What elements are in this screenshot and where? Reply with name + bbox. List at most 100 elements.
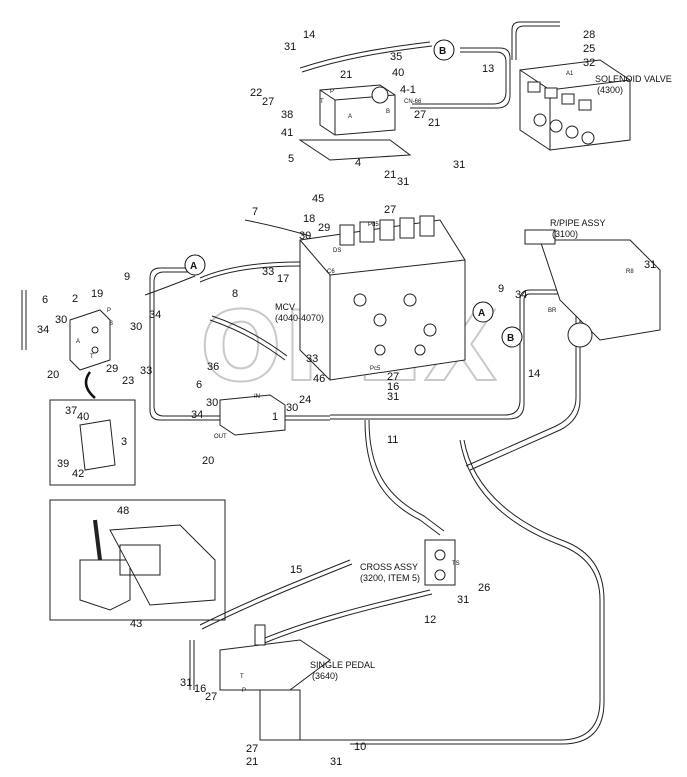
- port-out: OUT: [214, 434, 227, 440]
- part-40-inset: 40: [77, 411, 89, 423]
- part-15: 15: [290, 564, 302, 576]
- port-ts: TS: [452, 561, 460, 567]
- part-36: 36: [207, 361, 219, 373]
- hose-lines: [21, 21, 605, 745]
- part-21-c: 21: [384, 169, 396, 181]
- part-34-left: 34: [37, 324, 49, 336]
- rpipe-assy-label: R/PIPE ASSY: [550, 218, 606, 228]
- cn66-label: CN-66: [404, 99, 422, 105]
- part-16-b: 16: [194, 683, 206, 695]
- part-39: 39: [57, 458, 69, 470]
- curved-arrow-icon: [84, 371, 96, 399]
- part-17: 17: [277, 273, 289, 285]
- part-34-mid: 34: [149, 309, 161, 321]
- part-21-top: 21: [340, 69, 352, 81]
- port-a1: A1: [566, 71, 574, 77]
- port-b-block: B: [386, 109, 390, 115]
- cab-inset: [49, 499, 226, 621]
- port-c6: C6: [327, 269, 335, 275]
- part-6-left: 6: [42, 294, 48, 306]
- port-br: BR: [548, 308, 557, 314]
- rpipe-assy: [524, 229, 661, 348]
- part-48: 48: [117, 505, 129, 517]
- part-41: 41: [281, 127, 293, 139]
- mcv-block: [299, 215, 466, 381]
- part-16-a: 16: [387, 381, 399, 393]
- part-6-mid: 6: [196, 379, 202, 391]
- part-3: 3: [121, 436, 127, 448]
- valve-block-4: [298, 84, 412, 161]
- part-34-low: 34: [191, 409, 203, 421]
- part-27-b: 27: [414, 109, 426, 121]
- part-19: 19: [91, 288, 103, 300]
- port-a-block: A: [348, 114, 352, 120]
- part-14-right: 14: [528, 368, 540, 380]
- part-27-e: 27: [205, 691, 217, 703]
- callout-markers: B A A B: [184, 39, 523, 348]
- port-r8: R8: [626, 269, 634, 275]
- part-31-g: 31: [457, 594, 469, 606]
- single-pedal: [219, 624, 331, 741]
- callout-a-right: A: [478, 308, 485, 319]
- part-13: 13: [482, 63, 494, 75]
- part-31-c: 31: [453, 159, 465, 171]
- port-pc5: Pc5: [370, 366, 381, 372]
- part-27-top: 27: [262, 96, 274, 108]
- callout-a-left: A: [190, 261, 197, 272]
- part-45: 45: [312, 193, 324, 205]
- part-5: 5: [288, 153, 294, 165]
- part-46: 46: [313, 373, 325, 385]
- part-32: 32: [583, 57, 595, 69]
- part-21-b: 21: [428, 117, 440, 129]
- part-34-right: 34: [515, 289, 527, 301]
- port-a-bracket: A: [76, 339, 80, 345]
- part-30-d: 30: [286, 402, 298, 414]
- part-2: 2: [72, 293, 78, 305]
- part-22: 22: [250, 87, 262, 99]
- single-pedal-ref: (3640): [312, 671, 338, 681]
- part-14-top: 14: [303, 29, 315, 41]
- part-9-right: 9: [498, 283, 504, 295]
- part-31-h: 31: [180, 677, 192, 689]
- part-8: 8: [232, 288, 238, 300]
- mcv-ref: (4040-4070): [275, 313, 324, 323]
- port-ds: DS: [333, 248, 341, 254]
- part-1: 1: [272, 411, 278, 423]
- cross-assy-ref: (3200, ITEM 5): [360, 573, 420, 583]
- part-4-1: 4-1: [400, 84, 416, 96]
- part-26: 26: [478, 582, 490, 594]
- part-11: 11: [387, 434, 398, 446]
- port-p: P: [330, 89, 334, 95]
- part-27-d: 27: [387, 371, 399, 383]
- part-42: 42: [72, 468, 84, 480]
- part-numbers: 14 31 35 40 21 22 27 4-1 38 41 27 21 5 4…: [37, 29, 656, 768]
- part-21-d: 21: [246, 756, 258, 768]
- part-30-a: 30: [299, 230, 311, 242]
- part-4: 4: [355, 157, 361, 169]
- part-25: 25: [583, 43, 595, 55]
- cross-assy: [424, 539, 456, 586]
- part-31-top: 31: [284, 41, 296, 53]
- part-33-b: 33: [140, 365, 152, 377]
- port-pd5: Pd5: [368, 222, 379, 228]
- rpipe-assy-ref: (3100): [552, 229, 578, 239]
- part-43: 43: [130, 618, 142, 630]
- assembly-labels: SOLENOID VALVE (4300) R/PIPE ASSY (3100)…: [275, 74, 672, 681]
- part-10: 10: [354, 741, 366, 753]
- part-28: 28: [583, 29, 595, 41]
- part-12: 12: [424, 614, 436, 626]
- port-t: T: [320, 99, 324, 105]
- solenoid-valve: [519, 59, 631, 151]
- part-33-a: 33: [262, 266, 274, 278]
- part-35: 35: [390, 51, 402, 63]
- part-31-i: 31: [330, 756, 342, 768]
- part-30-b: 30: [55, 314, 67, 326]
- part-9-left: 9: [124, 271, 130, 283]
- part-38: 38: [281, 109, 293, 121]
- part-20-mid: 20: [202, 455, 214, 467]
- mcv-label: MCV: [275, 302, 295, 312]
- part-31-right: 31: [644, 259, 656, 271]
- part-31-d: 31: [397, 176, 409, 188]
- callout-b-top: B: [439, 46, 446, 57]
- inset-box-3: [49, 399, 136, 486]
